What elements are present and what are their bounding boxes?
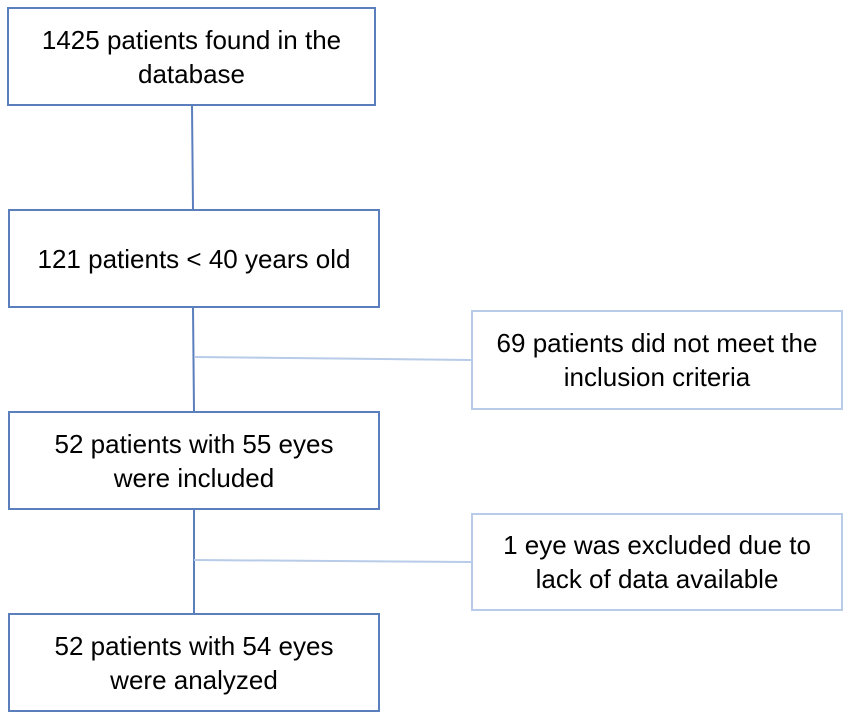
exclusion-box-criteria: 69 patients did not meet the inclusion c…: [471, 310, 843, 410]
step-text-included: 52 patients with 55 eyes were included: [54, 428, 334, 493]
step-text-age-filter: 121 patients < 40 years old: [37, 243, 351, 274]
step-text-analyzed: 52 patients with 54 eyes were analyzed: [54, 630, 334, 695]
step-box-age-filter: 121 patients < 40 years old: [8, 209, 380, 308]
exclusion-text-missing-data: 1 eye was excluded due to lack of data a…: [503, 530, 811, 594]
connector-step2-step3: [192, 307, 195, 412]
step-box-included: 52 patients with 55 eyes were included: [8, 411, 380, 510]
connector-step1-step2: [191, 105, 194, 210]
step-text-database: 1425 patients found in the database: [41, 24, 342, 89]
step-box-database: 1425 patients found in the database: [7, 7, 376, 106]
connector-exclusion-1: [193, 356, 472, 361]
exclusion-box-missing-data: 1 eye was excluded due to lack of data a…: [471, 513, 843, 611]
exclusion-text-criteria: 69 patients did not meet the inclusion c…: [496, 328, 818, 392]
connector-exclusion-2: [193, 559, 472, 563]
step-box-analyzed: 52 patients with 54 eyes were analyzed: [8, 613, 380, 712]
